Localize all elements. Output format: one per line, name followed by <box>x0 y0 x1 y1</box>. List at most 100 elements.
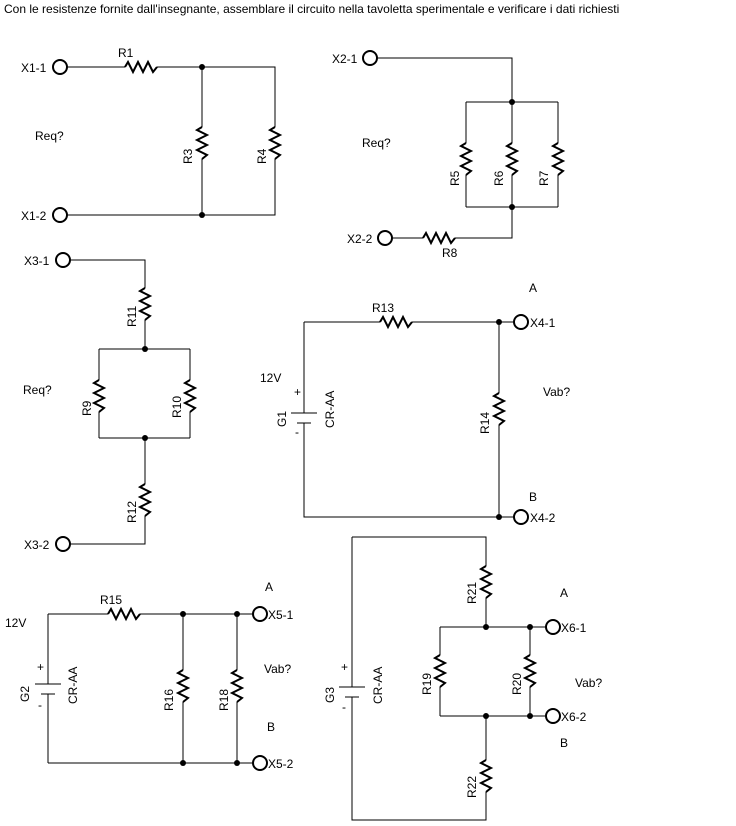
terminal-label: X6-2 <box>561 710 587 724</box>
question-label: Vab? <box>264 662 291 676</box>
terminal-label: X2-2 <box>347 232 373 246</box>
resistor-label: R5 <box>448 170 462 186</box>
terminal-x2-1[interactable] <box>362 50 378 66</box>
resistor-r21 <box>478 565 494 599</box>
node <box>483 713 489 719</box>
battery-plus: + <box>294 385 301 399</box>
resistor-r3 <box>194 126 210 160</box>
terminal-label: X4-1 <box>530 316 556 330</box>
page-title: Con le resistenze fornite dall'insegnant… <box>4 2 620 16</box>
resistor-label: R11 <box>125 306 139 327</box>
resistor-label: R22 <box>465 776 479 798</box>
battery-label: G2 <box>18 686 32 702</box>
node <box>496 514 502 520</box>
question-label: Req? <box>23 383 52 397</box>
terminal-x1-2[interactable] <box>52 207 68 223</box>
terminal-x2-2[interactable] <box>377 230 393 246</box>
node <box>199 64 205 70</box>
node-b-label: B <box>529 490 537 504</box>
battery-plus: + <box>37 660 44 674</box>
node <box>527 624 533 630</box>
circuit-5: X5-1 X5-2 A B R15 R16 R18 12V + - G2 CR-… <box>5 580 294 771</box>
node <box>234 760 240 766</box>
resistor-label: R13 <box>372 301 394 315</box>
node-a-label: A <box>529 281 537 295</box>
terminal-x1-1[interactable] <box>52 59 68 75</box>
question-label: Vab? <box>543 385 570 399</box>
voltage-label: 12V <box>260 371 281 385</box>
resistor-label: R18 <box>217 689 231 711</box>
question-label: Vab? <box>575 676 602 690</box>
terminal-label: X3-2 <box>24 538 50 552</box>
terminal-label: X4-2 <box>530 511 556 525</box>
terminal-x4-2[interactable] <box>513 509 529 525</box>
battery-label: G3 <box>323 687 337 703</box>
resistor-r10 <box>182 379 198 413</box>
resistor-label: R19 <box>420 673 434 695</box>
circuit-4: X4-1 X4-2 A B R13 R14 12V + - G1 CR-AA V… <box>260 281 570 525</box>
resistor-label: R6 <box>492 170 506 186</box>
resistor-label: R10 <box>170 396 184 418</box>
terminal-x5-2[interactable] <box>252 755 268 771</box>
resistor-r13 <box>379 314 413 330</box>
node-a-label: A <box>560 586 568 600</box>
terminal-x3-1[interactable] <box>55 252 71 268</box>
terminal-label: X1-2 <box>21 209 47 223</box>
node <box>509 204 515 210</box>
battery-plus: + <box>341 660 348 674</box>
circuit-3: X3-1 X3-2 R11 R9 R10 R12 Req? <box>23 252 198 552</box>
resistor-label: R14 <box>478 412 492 434</box>
resistor-label: R12 <box>125 501 139 523</box>
resistor-label: R4 <box>255 148 269 164</box>
resistor-r11 <box>137 287 153 321</box>
terminal-label: X1-1 <box>21 61 47 75</box>
resistor-label: R8 <box>442 246 458 260</box>
resistor-r15 <box>107 606 141 622</box>
resistor-r14 <box>491 392 507 426</box>
battery-g3 <box>339 686 365 698</box>
circuit-1: X1-1 X1-2 R1 R3 R4 Req? <box>21 46 283 223</box>
resistor-label: R16 <box>162 689 176 711</box>
terminal-x6-2[interactable] <box>545 708 561 724</box>
terminal-x4-1[interactable] <box>513 314 529 330</box>
resistor-r20 <box>522 654 538 688</box>
battery-g1 <box>291 412 317 424</box>
node <box>199 212 205 218</box>
terminal-label: X5-2 <box>268 757 294 771</box>
circuit-6: X6-1 X6-2 A B R21 R19 R20 R22 + - G3 CR-… <box>323 536 602 821</box>
terminal-x5-1[interactable] <box>252 606 268 622</box>
battery-label: G1 <box>275 411 289 427</box>
resistor-label: R15 <box>100 593 122 607</box>
question-label: Req? <box>35 129 64 143</box>
battery-minus: - <box>38 698 42 712</box>
node-a-label: A <box>265 580 273 594</box>
resistor-label: R1 <box>118 46 134 60</box>
node <box>509 99 515 105</box>
node-b-label: B <box>267 720 275 734</box>
resistor-label: R7 <box>537 170 551 186</box>
node <box>142 435 148 441</box>
resistor-label: R9 <box>80 400 94 416</box>
terminal-x3-2[interactable] <box>55 536 71 552</box>
terminal-label: X5-1 <box>268 608 294 622</box>
resistor-r12 <box>137 483 153 517</box>
node <box>142 346 148 352</box>
resistor-r4 <box>267 126 283 160</box>
terminal-x6-1[interactable] <box>545 619 561 635</box>
resistor-r16 <box>175 669 191 703</box>
resistor-r18 <box>229 669 245 703</box>
resistor-r9 <box>91 379 107 413</box>
question-label: Req? <box>362 136 391 150</box>
terminal-label: X2-1 <box>332 52 358 66</box>
resistor-label: R3 <box>181 148 195 164</box>
resistor-label: R20 <box>510 673 524 695</box>
resistor-label: R21 <box>465 582 479 604</box>
resistor-r19 <box>432 654 448 688</box>
voltage-label: 12V <box>5 616 26 630</box>
node <box>483 624 489 630</box>
resistor-r8 <box>422 230 456 246</box>
battery-type: CR-AA <box>66 667 80 704</box>
resistor-r22 <box>478 759 494 793</box>
node <box>180 760 186 766</box>
